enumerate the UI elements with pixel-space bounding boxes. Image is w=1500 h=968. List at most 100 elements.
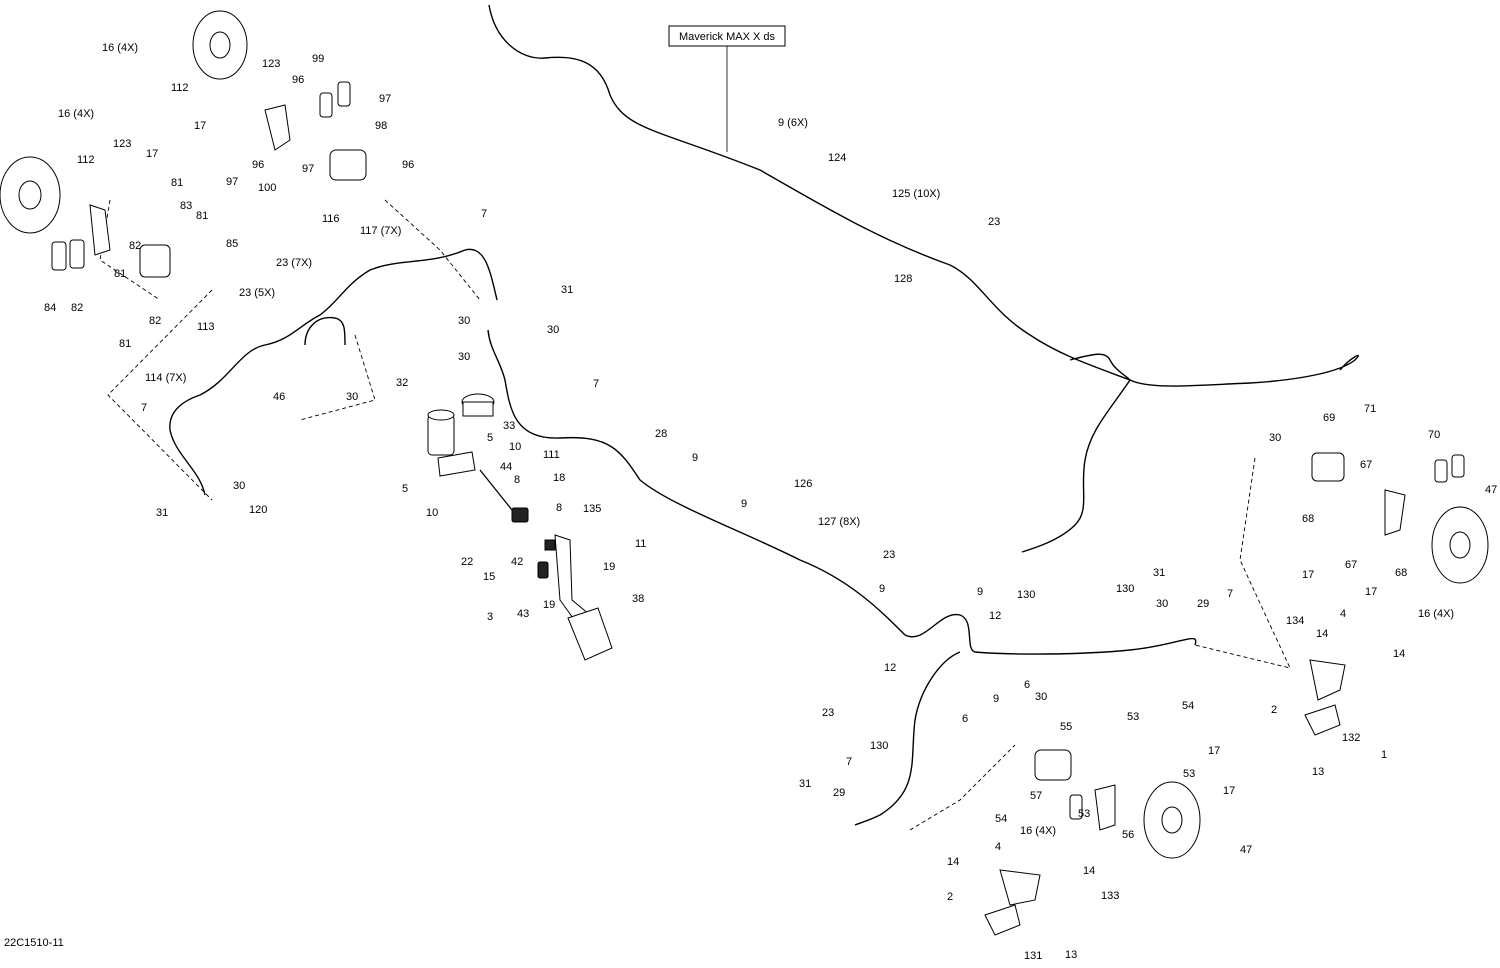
brake-pedal-arm [554,534,591,626]
callout-label: 28 [655,428,667,440]
callout-label: 17 [1223,785,1235,797]
callout-label: 16 (4X) [58,108,94,120]
callout-label: 55 [1060,721,1072,733]
brake-line-front-right [904,613,1197,655]
callout-label: 8 [556,502,562,514]
callout-label: 14 [947,856,959,868]
group-caliper-line [384,199,481,301]
callout-label: 16 (4X) [1020,825,1056,837]
callout-label: 53 [1078,808,1090,820]
callout-label: 44 [500,461,512,473]
master-cylinder-assembly [427,393,613,661]
callout-label: 17 [146,148,158,160]
callout-label: 30 [458,315,470,327]
brake-line-124 [488,4,1359,387]
callout-label: 114 (7X) [145,372,186,384]
spring-42 [544,539,556,551]
callout-label: 131 [1024,950,1042,962]
callout-label: 116 [322,213,340,225]
brake-line-lower [854,651,961,826]
group-rear-caliper [909,744,1016,831]
callout-label: 99 [312,53,324,65]
callout-label: 70 [1428,429,1440,441]
callout-label: 7 [1227,588,1233,600]
callout-label: 13 [1065,949,1077,961]
callout-label: 4 [1340,608,1346,620]
brake-pad-56 [1069,794,1083,820]
callout-label: 112 [77,154,95,166]
callout-label: 5 [402,483,408,495]
callout-label: 9 [879,583,885,595]
callout-label: 85 [226,238,238,250]
callout-label: 1 [0,0,6,3]
callout-label: 7 [481,208,487,220]
callout-label: 124 [828,152,846,164]
callout-label: 96 [252,159,264,171]
callout-label: 17 [194,120,206,132]
callout-label: 30 [1156,598,1168,610]
callout-label: 31 [799,778,811,790]
callout-label: 29 [833,787,845,799]
caliper-85 [139,244,171,278]
callout-label: 133 [1101,890,1119,902]
callout-label: 47 [1485,484,1497,496]
callout-label: 7 [593,378,599,390]
callout-label: 82 [129,240,141,252]
callout-label: 113 [197,321,215,333]
callout-label: 13 [1312,766,1324,778]
callout-label: 6 [1024,679,1030,691]
callout-label: 98 [375,120,387,132]
callout-label: 96 [292,74,304,86]
callout-label: 11 [635,538,646,550]
callout-label: 17 [1302,569,1314,581]
callout-label: 69 [1323,412,1335,424]
caliper-bracket-front [89,204,111,256]
callout-label: 14 [1393,648,1405,660]
brake-pad-99 [319,92,333,118]
brake-lines [169,4,1359,826]
calipers [51,81,1465,936]
callout-label: 96 [402,159,414,171]
callout-label: 9 [977,586,983,598]
callout-label: 132 [1342,732,1360,744]
callout-label: 14 [1083,865,1095,877]
callout-label: 123 [262,58,280,70]
brake-pad-99b [337,81,351,107]
callout-label: 30 [346,391,358,403]
callout-label: 71 [1364,403,1376,415]
callout-label: 22 [461,556,473,568]
callout-label: 30 [458,351,470,363]
group-front-caliper [99,199,161,301]
callout-label: 67 [1360,459,1372,471]
callout-label: 127 (8X) [818,516,860,528]
callout-label: 54 [995,813,1007,825]
callout-label: 19 [543,599,555,611]
bracket-133 [999,869,1041,906]
callout-label: 54 [1182,700,1194,712]
figure-code: 22C1510-11 [4,937,64,949]
callout-label: 120 [249,504,267,516]
brake-disc-hub [18,180,42,210]
callout-label: 97 [302,163,314,175]
group-right-caliper [1194,457,1291,669]
caliper-bracket-right [1384,489,1406,536]
callout-label: 53 [1183,768,1195,780]
bushing-43 [537,561,549,579]
caliper-bracket-upper [264,104,291,151]
callout-label: 83 [180,200,192,212]
brake-pad-70b [1451,454,1465,478]
brake-pedal-38 [567,607,613,661]
group-front-left [107,289,213,501]
callout-label: 30 [1269,432,1281,444]
callout-label: 14 [1316,628,1328,640]
callout-label: 2 [1271,704,1277,716]
guard-131 [984,904,1021,936]
callout-label: 31 [156,507,168,519]
callout-label: 7 [141,402,147,414]
callout-label: 81 [196,210,208,222]
callout-label: 46 [273,391,285,403]
callout-label: 68 [1395,567,1407,579]
caliper-bracket-rear [1094,784,1116,831]
